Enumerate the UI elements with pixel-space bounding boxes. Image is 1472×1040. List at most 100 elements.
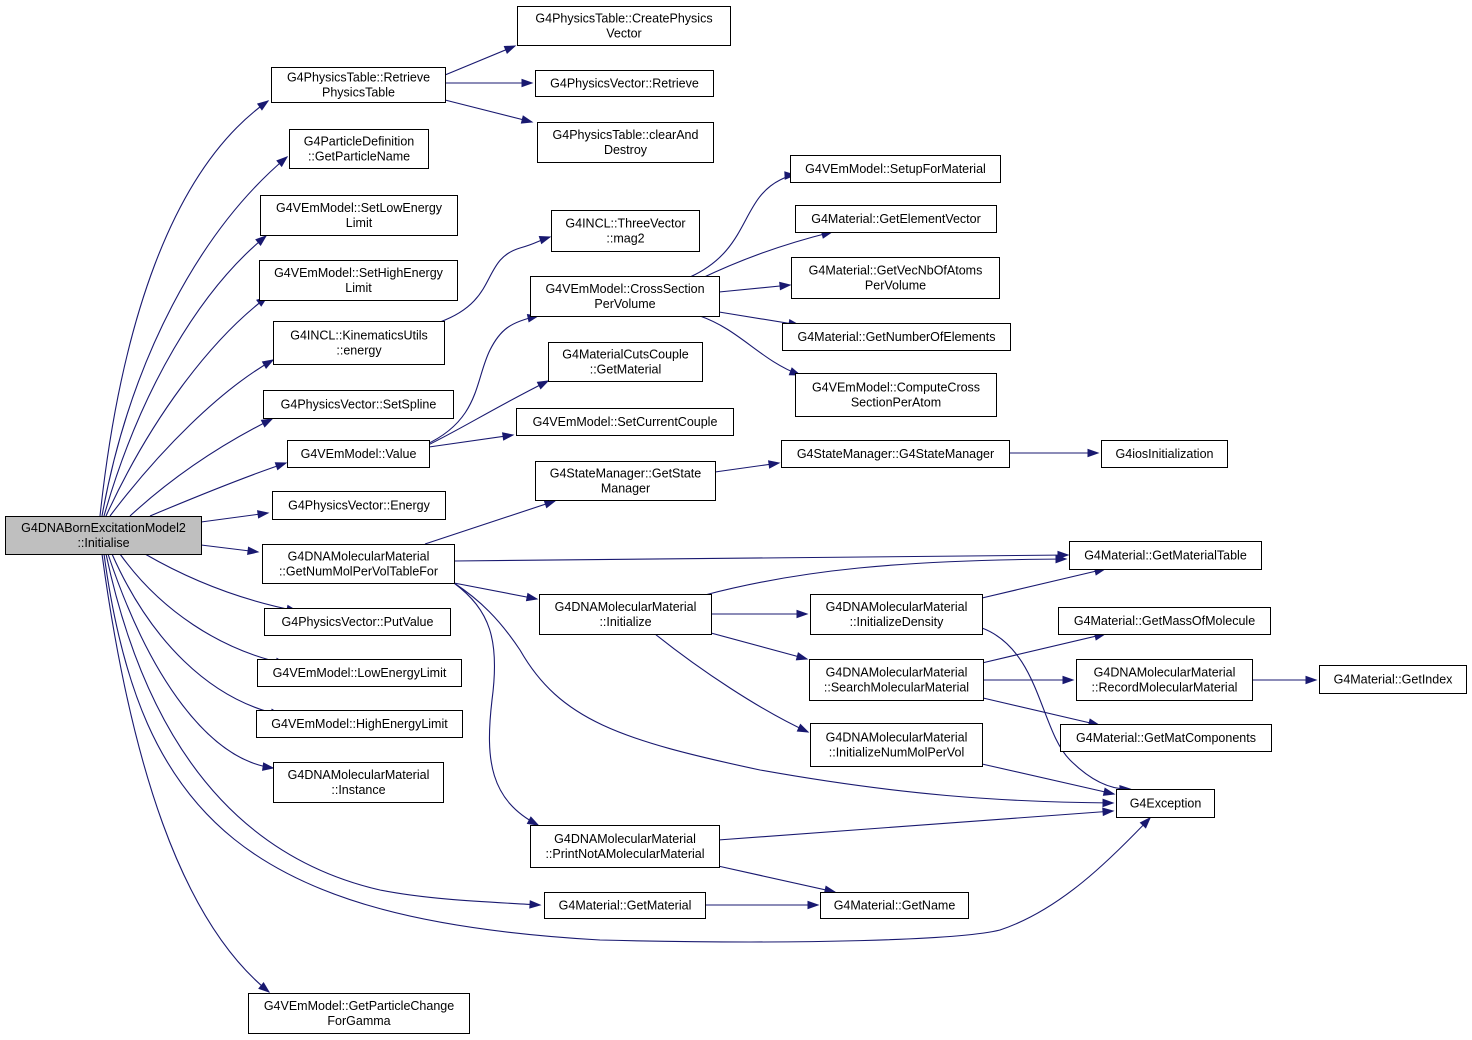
node-get_index[interactable]: G4Material::GetIndex xyxy=(1319,665,1467,694)
arrowhead xyxy=(276,156,289,168)
node-mat_getmaterial[interactable]: G4Material::GetMaterial xyxy=(544,892,706,919)
node-get_pname[interactable]: G4ParticleDefinition::GetParticleName xyxy=(289,129,429,169)
node-label-line: G4VEmModel::CrossSection xyxy=(545,282,704,296)
node-mass_mol[interactable]: G4Material::GetMassOfMolecule xyxy=(1058,607,1271,635)
node-box xyxy=(820,892,969,919)
node-value[interactable]: G4VEmModel::Value xyxy=(287,440,430,468)
node-mat_comp[interactable]: G4Material::GetMatComponents xyxy=(1060,724,1272,752)
edge-line xyxy=(699,315,801,376)
root-node[interactable]: G4DNABornExcitationModel2::Initialise xyxy=(5,516,202,555)
edge-line xyxy=(717,865,836,893)
node-box xyxy=(256,710,463,738)
edge-init-to-set_spline xyxy=(129,418,274,517)
node-mat_table[interactable]: G4Material::GetMaterialTable xyxy=(1069,541,1262,570)
node-label-line: G4Material::GetMaterialTable xyxy=(1084,549,1247,563)
node-box xyxy=(1319,665,1467,694)
node-low_limit[interactable]: G4VEmModel::LowEnergyLimit xyxy=(257,659,462,687)
edge-init-to-mat_getmaterial xyxy=(105,553,542,909)
node-kin_energy[interactable]: G4INCL::KinematicsUtils::energy xyxy=(273,321,445,365)
node-box xyxy=(535,461,716,501)
node-num_elem[interactable]: G4Material::GetNumberOfElements xyxy=(782,323,1011,351)
node-elem_vec[interactable]: G4Material::GetElementVector xyxy=(795,205,997,233)
arrowhead xyxy=(274,462,288,471)
edge-line xyxy=(200,512,269,523)
edge-line xyxy=(699,231,833,280)
node-label-line: G4VEmModel::Value xyxy=(301,447,417,461)
arrowhead xyxy=(247,546,260,555)
edge-get_nummol-to-exception xyxy=(453,582,1115,808)
node-label-line: G4Material::GetMassOfMolecule xyxy=(1074,614,1255,628)
node-record_mol[interactable]: G4DNAMolecularMaterial::RecordMolecularM… xyxy=(1076,659,1253,701)
node-label-line: G4Material::GetName xyxy=(834,899,956,913)
arrowhead xyxy=(796,609,809,619)
node-label-line: G4Material::GetVecNbOfAtoms xyxy=(809,264,983,278)
node-box xyxy=(264,608,451,636)
edge-dna_init-to-init_density xyxy=(711,609,809,619)
node-set_spline[interactable]: G4PhysicsVector::SetSpline xyxy=(263,390,454,419)
node-set_couple[interactable]: G4VEmModel::SetCurrentCouple xyxy=(516,408,734,436)
edge-line xyxy=(105,553,541,906)
node-box xyxy=(537,122,714,163)
node-label-line: G4StateManager::GetState xyxy=(550,467,702,481)
node-get_name[interactable]: G4Material::GetName xyxy=(820,892,969,919)
arrowhead xyxy=(520,115,534,124)
node-dna_init[interactable]: G4DNAMolecularMaterial::Initialize xyxy=(539,594,712,635)
node-high_limit[interactable]: G4VEmModel::HighEnergyLimit xyxy=(256,710,463,738)
edge-print_not-to-exception xyxy=(717,807,1115,841)
node-label-line: Destroy xyxy=(604,143,648,157)
node-label-line: G4PhysicsVector::Retrieve xyxy=(550,77,699,91)
node-setup_mat[interactable]: G4VEmModel::SetupForMaterial xyxy=(790,155,1001,183)
node-init_nummol[interactable]: G4DNAMolecularMaterial::InitializeNumMol… xyxy=(810,723,983,767)
node-label-line: G4VEmModel::LowEnergyLimit xyxy=(273,666,447,680)
node-pv_energy[interactable]: G4PhysicsVector::Energy xyxy=(272,491,446,520)
node-box xyxy=(790,155,1001,183)
node-label-line: G4DNAMolecularMaterial xyxy=(555,600,697,614)
node-put_value[interactable]: G4PhysicsVector::PutValue xyxy=(264,608,451,636)
node-label-line: G4PhysicsVector::SetSpline xyxy=(281,398,437,412)
arrowhead xyxy=(536,380,550,390)
edge-retrieve_pt-to-create_pv xyxy=(444,45,517,76)
node-exception[interactable]: G4Exception xyxy=(1116,789,1215,818)
arrowhead xyxy=(262,762,275,771)
node-label-line: Vector xyxy=(606,27,641,41)
edge-init-to-get_pname xyxy=(101,156,289,517)
node-label-line: G4VEmModel::SetLowEnergy xyxy=(276,201,443,215)
arrowhead xyxy=(1305,675,1318,685)
edge-line xyxy=(704,558,1067,596)
node-print_not[interactable]: G4DNAMolecularMaterial::PrintNotAMolecul… xyxy=(530,825,720,868)
node-pv_retrieve[interactable]: G4PhysicsVector::Retrieve xyxy=(535,70,714,97)
node-sm_ctor[interactable]: G4StateManager::G4StateManager xyxy=(781,440,1010,468)
node-label-line: ::InitializeDensity xyxy=(850,615,945,629)
node-get_nummol[interactable]: G4DNAMolecularMaterial::GetNumMolPerVolT… xyxy=(262,544,455,584)
node-init_density[interactable]: G4DNAMolecularMaterial::InitializeDensit… xyxy=(810,594,983,635)
edge-line xyxy=(149,462,287,517)
node-label-line: G4VEmModel::SetHighEnergy xyxy=(274,266,444,280)
arrowhead xyxy=(1087,448,1100,458)
node-box xyxy=(1101,440,1228,468)
edge-line xyxy=(981,763,1115,795)
node-box xyxy=(810,594,983,635)
node-label-line: ::GetParticleName xyxy=(308,150,410,164)
node-ios_init[interactable]: G4iosInitialization xyxy=(1101,440,1228,468)
node-search_mol[interactable]: G4DNAMolecularMaterial::SearchMolecularM… xyxy=(809,659,984,701)
node-mag2[interactable]: G4INCL::ThreeVector::mag2 xyxy=(551,210,700,252)
node-box xyxy=(1076,659,1253,701)
node-mcc_getmat[interactable]: G4MaterialCutsCouple::GetMaterial xyxy=(548,342,703,382)
node-label-line: ::Initialise xyxy=(77,536,129,550)
arrowhead xyxy=(538,236,552,245)
node-box xyxy=(289,129,429,169)
node-label-line: Limit xyxy=(346,216,373,230)
node-instance[interactable]: G4DNAMolecularMaterial::Instance xyxy=(273,762,444,803)
edge-line xyxy=(424,500,556,545)
node-label-line: G4DNAMolecularMaterial xyxy=(826,600,968,614)
